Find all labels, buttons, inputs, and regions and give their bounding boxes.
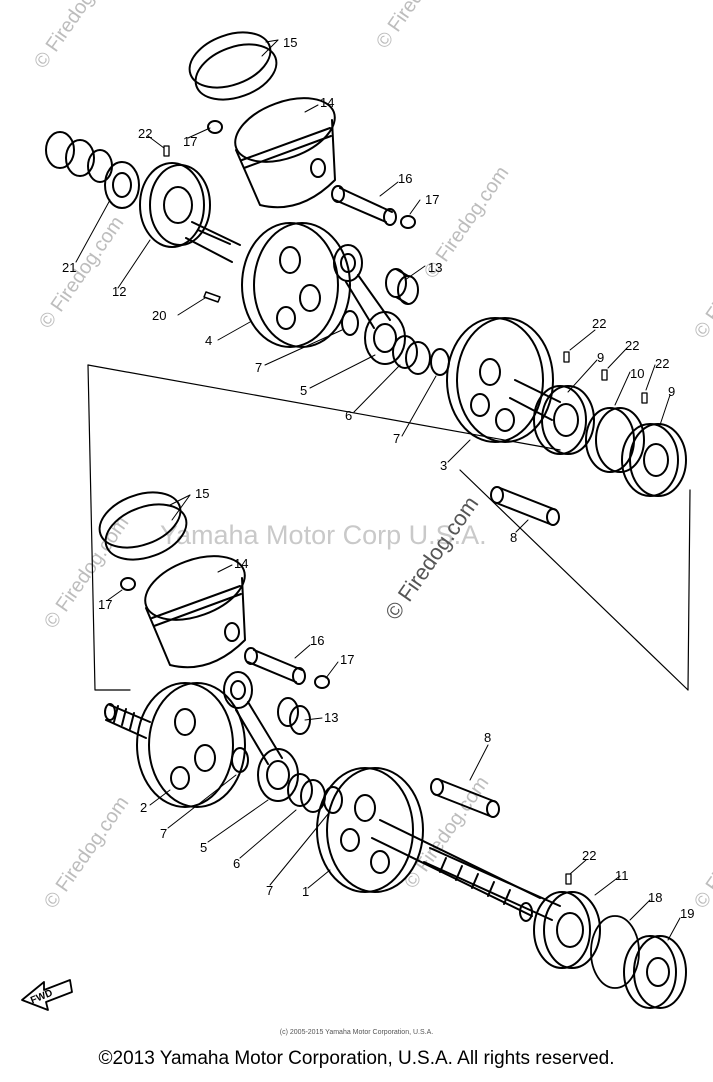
callout-8-top: 8 xyxy=(510,530,517,545)
callout-12-top: 12 xyxy=(112,284,126,299)
callout-7-bottom-2: 7 xyxy=(266,883,273,898)
callout-22-top-r1: 22 xyxy=(592,316,606,331)
dowel-pin-top-2 xyxy=(563,351,570,363)
piston-bottom xyxy=(144,555,246,669)
callout-22-top-r3: 22 xyxy=(655,356,669,371)
crank-pin-top xyxy=(490,486,560,526)
dowel-pin-top-4 xyxy=(641,392,648,404)
bearing-top-right-2 xyxy=(621,423,687,497)
group-outline-diag xyxy=(459,469,689,691)
fwd-arrow-icon xyxy=(21,979,73,1011)
crank-web-top-right xyxy=(446,317,561,443)
watermark-corp: Yamaha Motor Corp U.S.A. xyxy=(160,520,487,550)
clip-bottom-1 xyxy=(120,577,136,591)
callout-14-top: 14 xyxy=(320,95,334,110)
group-outline-right xyxy=(687,489,691,691)
callout-4-top: 4 xyxy=(205,333,212,348)
callout-2-bottom: 2 xyxy=(140,800,147,815)
callout-13-top: 13 xyxy=(428,260,442,275)
needle-bearing-top-big xyxy=(392,335,431,375)
callout-6-bottom: 6 xyxy=(233,856,240,871)
callout-8-bottom: 8 xyxy=(484,730,491,745)
callout-17-bottom-right: 17 xyxy=(340,652,354,667)
clip-top-2 xyxy=(400,215,416,229)
callout-7-top-1: 7 xyxy=(255,360,262,375)
callout-1-bottom: 1 xyxy=(302,884,309,899)
callout-20-top: 20 xyxy=(152,308,166,323)
crank-web-bottom-left xyxy=(136,682,246,808)
callout-6-top: 6 xyxy=(345,408,352,423)
copyright-footer: ©2013 Yamaha Motor Corporation, U.S.A. A… xyxy=(98,1048,615,1069)
callout-13-bottom: 13 xyxy=(324,710,338,725)
spline-shaft-bottom-left xyxy=(104,703,151,739)
callout-22-bottom: 22 xyxy=(582,848,596,863)
clip-top-1 xyxy=(207,120,223,134)
dowel-pin-top-3 xyxy=(601,369,608,381)
piston-ring-top xyxy=(188,31,278,101)
key-top xyxy=(203,291,221,303)
piston-pin-bottom xyxy=(244,647,306,685)
bearing-top-right-1 xyxy=(533,385,595,455)
callout-9-top-r2: 9 xyxy=(668,384,675,399)
callout-17-top-right: 17 xyxy=(425,192,439,207)
conrod-top xyxy=(333,244,406,365)
washer-bottom-1 xyxy=(231,747,249,773)
callout-15-bottom: 15 xyxy=(195,486,209,501)
callout-16-top: 16 xyxy=(398,171,412,186)
bearing-bottom-right xyxy=(533,891,601,969)
needle-bearing-top-small xyxy=(385,268,419,305)
crank-pin-bottom xyxy=(430,778,500,818)
callout-15-top: 15 xyxy=(283,35,297,50)
callout-17-top-left: 17 xyxy=(183,134,197,149)
washer-bottom-2 xyxy=(323,786,343,814)
needle-bearing-bottom-small xyxy=(277,697,311,735)
callout-10-top: 10 xyxy=(630,366,644,381)
callout-21-top: 21 xyxy=(62,260,76,275)
clip-bottom-2 xyxy=(314,675,330,689)
group-outline-top xyxy=(87,364,561,451)
dowel-pin-bottom xyxy=(565,873,572,885)
callout-labels: 15 14 22 17 16 17 21 12 13 20 4 22 9 22 … xyxy=(29,35,694,1006)
callout-9-top-r1: 9 xyxy=(597,350,604,365)
crank-web-top-left xyxy=(241,222,351,348)
callout-3-top: 3 xyxy=(440,458,447,473)
callout-19-bottom: 19 xyxy=(680,906,694,921)
leader-lines xyxy=(75,39,681,941)
callout-11-bottom: 11 xyxy=(615,868,629,883)
fine-print: (c) 2005-2015 Yamaha Motor Corporation, … xyxy=(279,1029,434,1036)
callout-18-bottom: 18 xyxy=(648,890,662,905)
piston-ring-bottom xyxy=(98,491,188,561)
bearing-top-left xyxy=(139,162,211,248)
callout-16-bottom: 16 xyxy=(310,633,324,648)
callout-22-top-left: 22 xyxy=(138,126,152,141)
circlip-bottom xyxy=(590,915,640,989)
piston-top xyxy=(234,97,336,209)
washer-top-1 xyxy=(341,310,359,336)
piston-pin-top xyxy=(331,185,397,226)
callout-5-bottom: 5 xyxy=(200,840,207,855)
washer-top-2 xyxy=(430,348,450,376)
group-outline xyxy=(87,364,131,691)
callout-5-top: 5 xyxy=(300,383,307,398)
oil-seal-bottom xyxy=(623,935,687,1009)
callout-7-bottom-1: 7 xyxy=(160,826,167,841)
output-shaft-bottom xyxy=(371,819,561,922)
callout-14-bottom: 14 xyxy=(234,556,248,571)
crank-web-bottom-right xyxy=(316,767,424,893)
callout-22-top-r2: 22 xyxy=(625,338,639,353)
dowel-pin-top-1 xyxy=(163,145,170,157)
crank-shaft-top-left xyxy=(185,221,241,263)
callout-7-top-2: 7 xyxy=(393,431,400,446)
callout-17-bottom-left: 17 xyxy=(98,597,112,612)
oil-seal-top xyxy=(45,131,140,209)
